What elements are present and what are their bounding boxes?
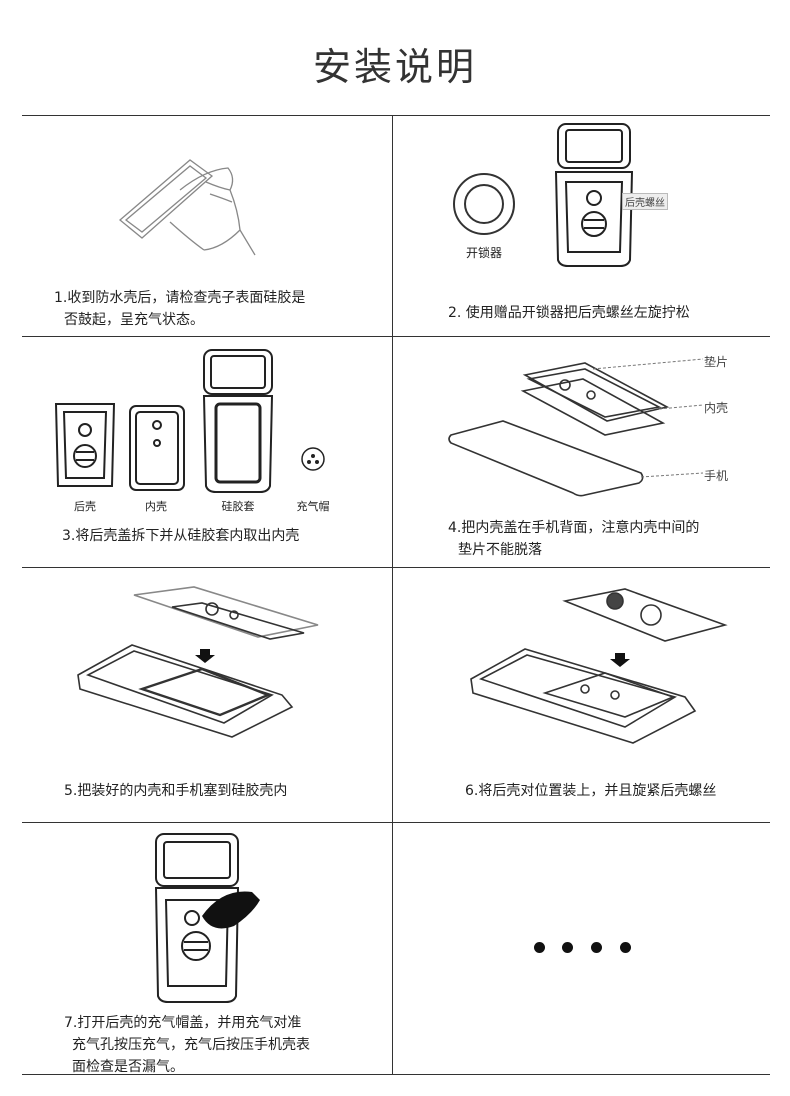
ellipsis-dot <box>591 942 602 953</box>
grid-line <box>22 822 770 823</box>
unlocker-ring-illustration <box>452 172 516 236</box>
screw-label: 后壳螺丝 <box>622 193 668 210</box>
silicone-sleeve-label: 硅胶套 <box>213 498 263 514</box>
valve-cap-label: 充气帽 <box>288 498 338 514</box>
step-2-caption-line-1: 2. 使用赠品开锁器把后壳螺丝左旋拧松 <box>448 302 690 324</box>
ellipsis-dot <box>620 942 631 953</box>
inflate-case-illustration <box>152 830 262 1006</box>
inner-shell-label: 内壳 <box>704 399 728 416</box>
grid-line <box>22 336 770 337</box>
hand-holding-case-illustration <box>110 150 260 260</box>
step-6-caption-line-1: 6.将后壳对位置装上，并且旋紧后壳螺丝 <box>465 780 716 802</box>
grid-line <box>22 567 770 568</box>
step-3-caption-line-1: 3.将后壳盖拆下并从硅胶套内取出内壳 <box>62 525 299 547</box>
inner-shell-label: 内壳 <box>131 498 181 514</box>
page-title: 安装说明 <box>0 36 790 91</box>
unlocker-label: 开锁器 <box>452 244 516 261</box>
step-5-caption-line-1: 5.把装好的内壳和手机塞到硅胶壳内 <box>64 780 287 802</box>
step-1-caption-line-1: 1.收到防水壳后，请检查壳子表面硅胶是 <box>54 287 305 309</box>
gasket-label: 垫片 <box>704 353 728 370</box>
ellipsis-dot <box>534 942 545 953</box>
inner-shell-part-illustration <box>127 403 187 493</box>
back-shell-label: 后壳 <box>60 498 110 514</box>
step-4-caption-line-1: 4.把内壳盖在手机背面，注意内壳中间的 <box>448 517 699 539</box>
step-7-caption-line-3: 面检查是否漏气。 <box>72 1056 184 1078</box>
ellipsis-dot <box>562 942 573 953</box>
phone-label: 手机 <box>704 467 728 484</box>
step-4-caption-line-2: 垫片不能脱落 <box>458 539 542 561</box>
valve-cap-illustration <box>300 446 326 472</box>
silicone-sleeve-illustration <box>200 346 276 494</box>
exploded-phone-illustration <box>445 355 685 505</box>
insert-phone-into-case-illustration <box>72 585 302 745</box>
step-7-caption-line-2: 充气孔按压充气，充气后按压手机壳表 <box>72 1034 310 1056</box>
grid-line <box>22 115 770 116</box>
back-shell-part-illustration <box>52 398 118 494</box>
step-1-caption-line-2: 否鼓起，呈充气状态。 <box>64 309 204 331</box>
attach-back-shell-illustration <box>465 585 735 755</box>
grid-divider <box>392 115 393 1075</box>
step-7-caption-line-1: 7.打开后壳的充气帽盖，并用充气对准 <box>64 1012 301 1034</box>
